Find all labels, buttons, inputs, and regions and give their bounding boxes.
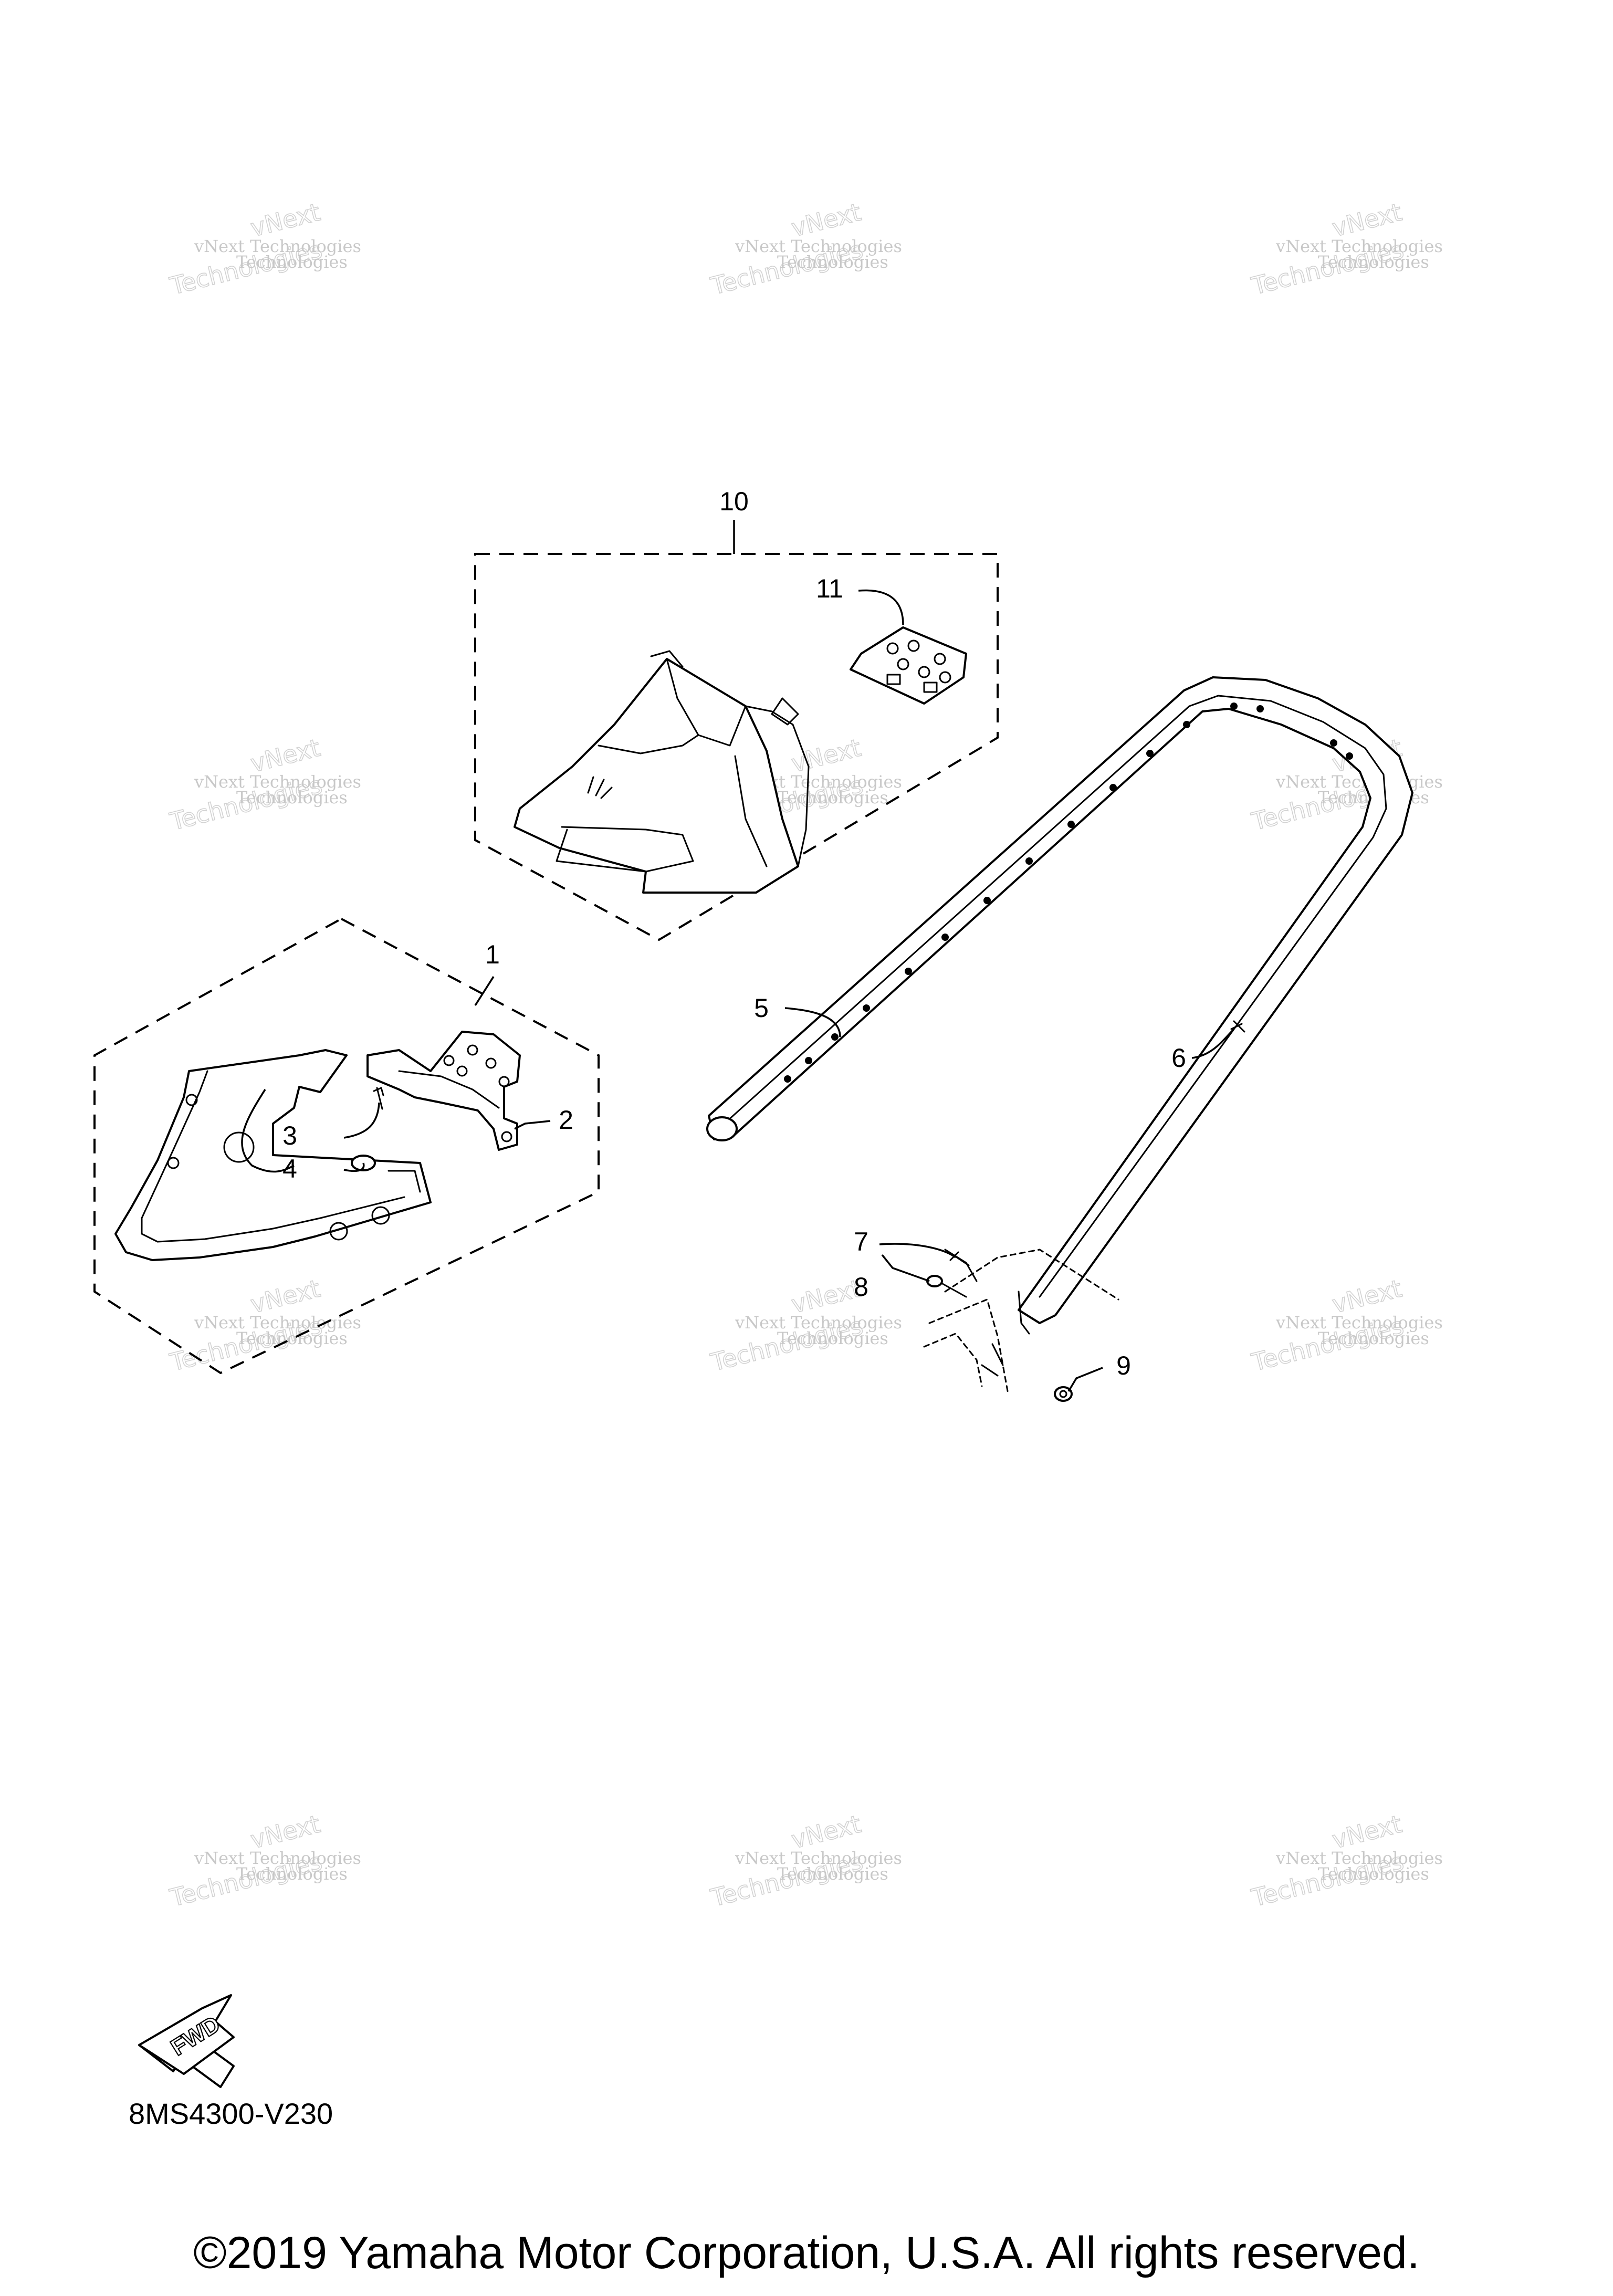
rivet-hole <box>905 968 912 975</box>
rivet-hole <box>1067 821 1075 828</box>
rivet-hole <box>1330 739 1337 747</box>
seat-cover <box>514 650 810 894</box>
kit-10-dashed-frame <box>474 553 999 941</box>
rivet-hole <box>1346 752 1353 760</box>
watermark-text: vNext Technologies <box>194 1313 361 1333</box>
watermark-text: vNext Technologies <box>735 236 902 256</box>
watermark-text: vNext Technologies <box>194 1848 361 1868</box>
watermark-text: Technologies <box>777 1864 888 1884</box>
rivet-hole <box>805 1057 812 1064</box>
watermark-overlay: vNext <box>248 198 323 243</box>
bolt-7 <box>949 1251 970 1266</box>
callout-8: 8 <box>854 1272 868 1302</box>
watermark-text: vNext Technologies <box>1275 236 1443 256</box>
watermark-text: Technologies <box>236 252 348 272</box>
callout-7: 7 <box>854 1227 868 1256</box>
leader-lines <box>241 520 1235 1392</box>
watermark-text: Technologies <box>1318 1864 1429 1884</box>
watermark-overlay: vNext <box>789 198 864 243</box>
watermark-text: vNext Technologies <box>735 1848 902 1868</box>
watermark-text: Technologies <box>777 252 888 272</box>
callout-6: 6 <box>1171 1043 1186 1073</box>
rivet-hole <box>941 934 949 941</box>
watermark-text: vNext Technologies <box>194 772 361 792</box>
watermark-overlay: vNext <box>789 1810 864 1854</box>
callout-5: 5 <box>754 993 769 1023</box>
callout-labels: 10 11 1 2 3 4 5 6 7 8 9 <box>282 487 1186 1380</box>
screw-8 <box>926 1275 967 1298</box>
watermark-text: Technologies <box>1318 1328 1429 1348</box>
watermark-overlay: vNext <box>1329 1274 1405 1319</box>
watermark-overlay: vNext <box>1329 198 1405 243</box>
callout-4: 4 <box>282 1154 297 1183</box>
rivet-hole <box>1109 784 1117 791</box>
callout-10: 10 <box>719 487 749 516</box>
rail-holes <box>784 703 1353 1083</box>
watermark-overlay: vNext <box>248 733 323 778</box>
watermark-text: Technologies <box>236 1328 348 1348</box>
watermark-text: vNext Technologies <box>1275 1313 1443 1333</box>
callout-9: 9 <box>1116 1351 1131 1380</box>
kit-1-dashed-frame <box>93 917 600 1375</box>
rivet-hole <box>983 897 991 904</box>
watermark-text: Technologies <box>777 1328 888 1348</box>
callout-1: 1 <box>485 940 500 969</box>
nut-9 <box>1054 1386 1073 1402</box>
watermark-text: vNext Technologies <box>1275 1848 1443 1868</box>
rivet-hole <box>1146 750 1154 757</box>
watermark-overlay: vNext <box>1329 1810 1405 1854</box>
watermark-text: vNext Technologies <box>194 236 361 256</box>
copyright-notice: ©2019 Yamaha Motor Corporation, U.S.A. A… <box>193 2228 1420 2278</box>
rivet-hole <box>1025 857 1033 865</box>
fwd-arrow-icon: FWD <box>138 1994 235 2088</box>
watermark-overlay: vNext <box>248 1810 323 1854</box>
hardware-kit-bag <box>850 626 967 705</box>
watermark-overlay: vNext <box>789 733 864 778</box>
rivet-hole <box>1256 705 1264 712</box>
watermark-text: Technologies <box>1318 252 1429 272</box>
rivet-hole <box>1230 703 1238 710</box>
watermark-overlay: vNext <box>248 1274 323 1319</box>
screw-3 <box>373 1087 384 1110</box>
callout-3: 3 <box>282 1121 297 1150</box>
watermark-text: Technologies <box>777 788 888 808</box>
side-rail <box>706 676 1413 1324</box>
pin-6 <box>1230 1020 1245 1033</box>
diagram-part-code: 8MS4300-V230 <box>129 2097 333 2130</box>
watermark-text: Technologies <box>236 1864 348 1884</box>
rivet-hole <box>831 1033 839 1041</box>
watermark-overlay: vNext <box>789 1274 864 1319</box>
watermark-text: Technologies <box>236 788 348 808</box>
callout-2: 2 <box>559 1105 573 1135</box>
rivet-hole <box>1183 721 1190 728</box>
callout-11: 11 <box>816 574 843 603</box>
watermark-text: vNext Technologies <box>735 1313 902 1333</box>
rivet-hole <box>784 1075 791 1083</box>
grab-bar <box>114 1049 432 1261</box>
mounting-bracket <box>366 1031 521 1151</box>
rivet-hole <box>863 1004 870 1012</box>
watermark-text: vNext Technologies <box>1275 772 1443 792</box>
